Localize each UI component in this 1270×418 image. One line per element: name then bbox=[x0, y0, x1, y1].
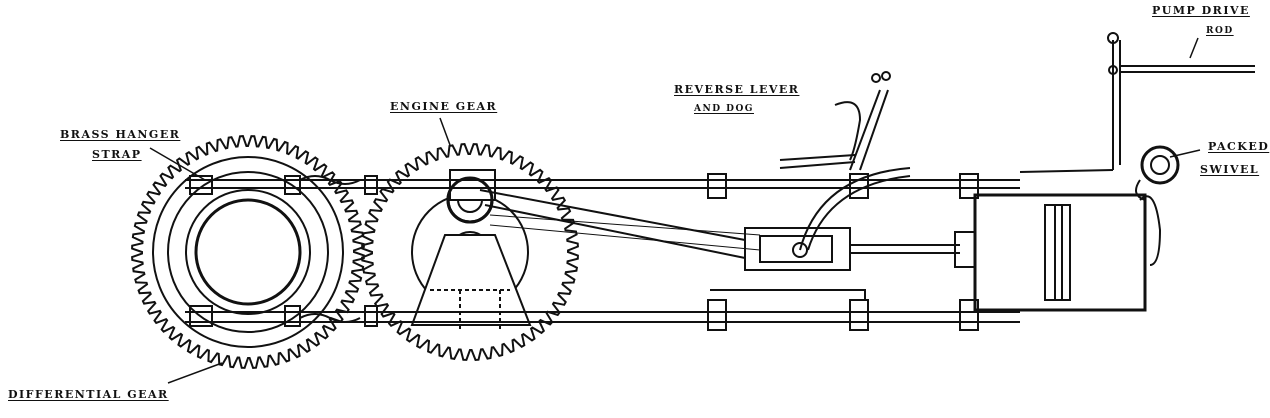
label-pump-drive: PUMP DRIVE bbox=[1152, 4, 1250, 17]
pump-drive-rod bbox=[1019, 32, 1255, 173]
packed-swivel bbox=[1135, 145, 1180, 201]
label-packed: PACKED bbox=[1208, 140, 1270, 153]
label-reverse-lever: REVERSE LEVER bbox=[674, 83, 800, 96]
label-swivel: SWIVEL bbox=[1200, 163, 1260, 176]
label-engine-gear: ENGINE GEAR bbox=[390, 100, 498, 113]
differential-gear bbox=[131, 135, 365, 369]
label-reverse-lever-dog: AND DOG bbox=[694, 104, 754, 114]
leader-lines bbox=[149, 37, 1201, 384]
label-differential-gear: DIFFERENTIAL GEAR bbox=[8, 388, 169, 401]
label-pump-drive-rod: ROD bbox=[1206, 26, 1234, 36]
cylinder bbox=[954, 193, 1162, 312]
label-brass-hanger-strap: STRAP bbox=[92, 148, 142, 161]
frame-rails bbox=[185, 173, 1020, 331]
connecting-rod bbox=[479, 167, 960, 271]
engine-gear bbox=[361, 143, 579, 361]
label-brass-hanger: BRASS HANGER bbox=[60, 128, 181, 141]
reverse-lever bbox=[779, 71, 891, 171]
